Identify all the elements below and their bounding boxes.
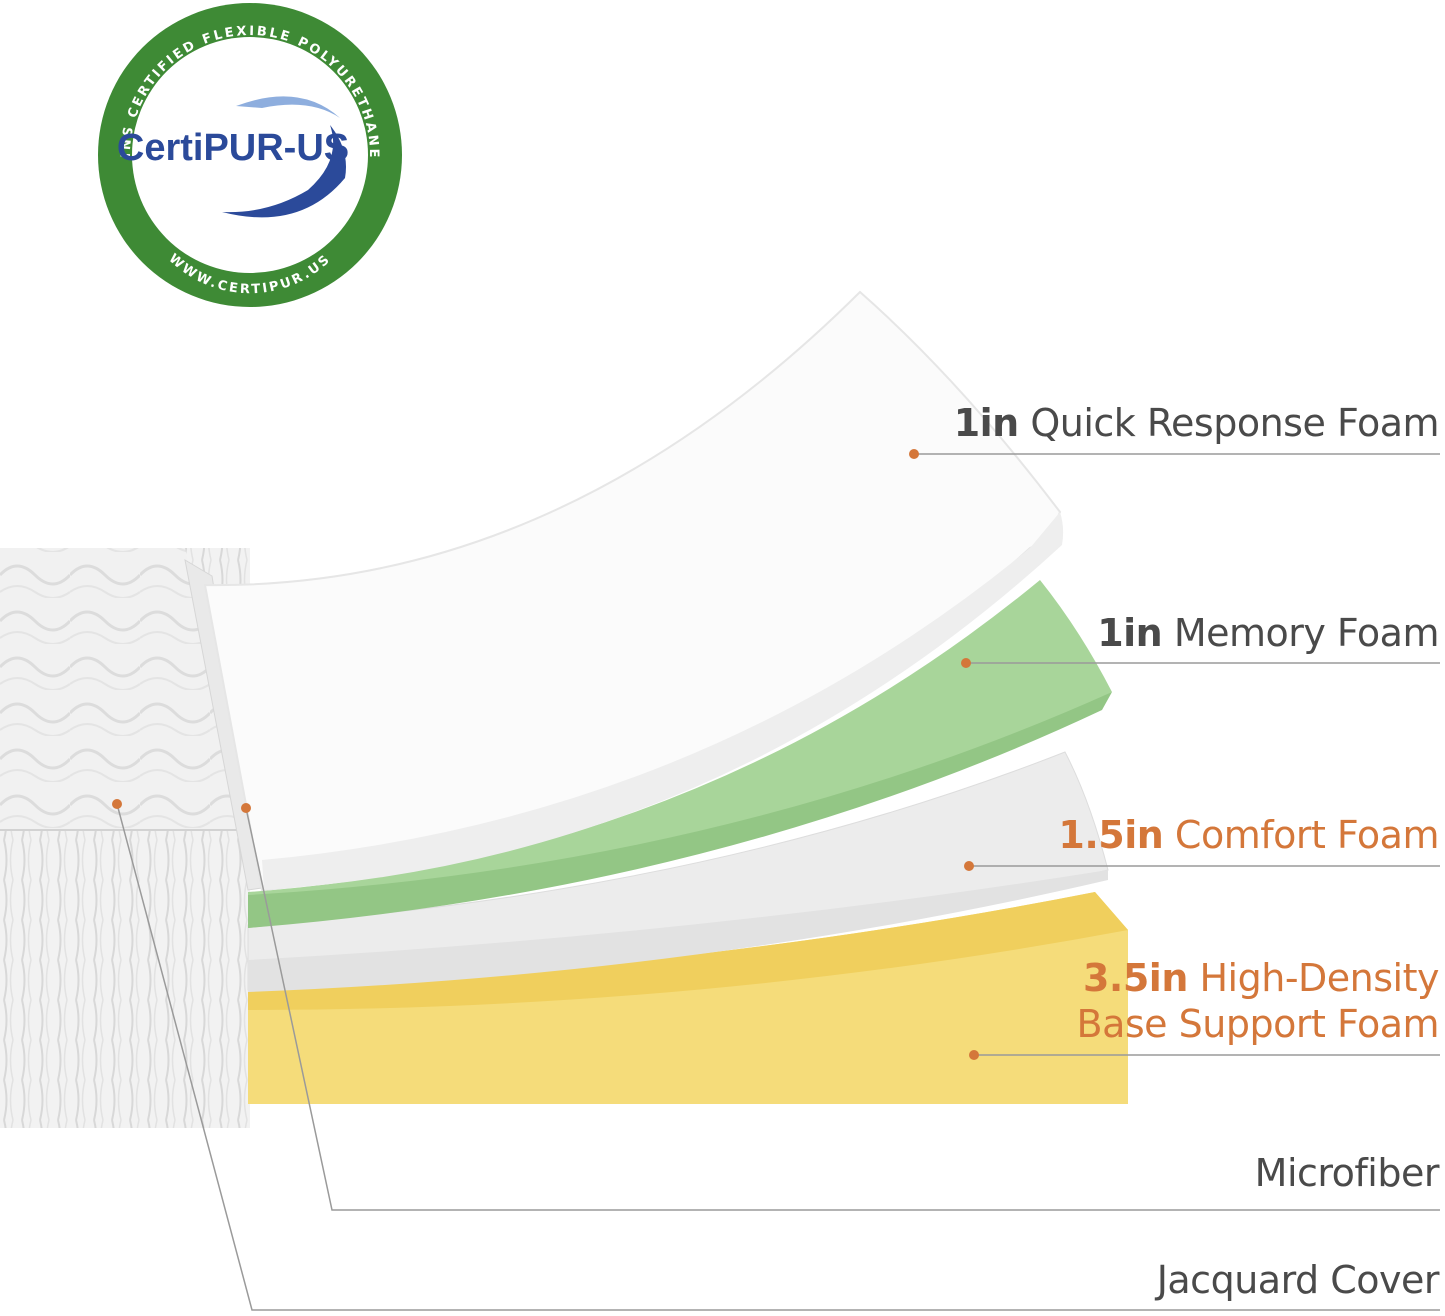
label-base-support-foam: 3.5in High-Density Base Support Foam bbox=[1076, 955, 1440, 1047]
certipur-badge: CONTAINS CERTIFIED FLEXIBLE POLYURETHANE… bbox=[0, 0, 402, 307]
layer-name: Comfort Foam bbox=[1174, 813, 1440, 857]
callout-lines bbox=[116, 453, 1440, 1311]
layer-name: Memory Foam bbox=[1173, 611, 1440, 655]
layer-size: 1in bbox=[953, 401, 1020, 445]
label-memory-foam: 1in Memory Foam bbox=[1097, 610, 1439, 656]
callout-dots bbox=[112, 449, 979, 1060]
layer-size: 1.5in bbox=[1058, 813, 1164, 857]
layer-name: Quick Response Foam bbox=[1030, 401, 1439, 445]
layer-size: 3.5in bbox=[1082, 956, 1188, 1000]
layer-name: Jacquard Cover bbox=[1156, 1258, 1440, 1302]
label-quick-response-foam: 1in Quick Response Foam bbox=[953, 400, 1440, 446]
label-jacquard-cover: Jacquard Cover bbox=[1156, 1257, 1440, 1303]
layer-name: High-Density bbox=[1199, 956, 1439, 1000]
layer-name-line2: Base Support Foam bbox=[1076, 1002, 1440, 1046]
layer-name: Microfiber bbox=[1254, 1151, 1440, 1195]
layer-size: 1in bbox=[1097, 611, 1163, 655]
badge-brand-text: CertiPUR-US bbox=[117, 127, 349, 169]
label-comfort-foam: 1.5in Comfort Foam bbox=[1058, 812, 1439, 858]
label-microfiber: Microfiber bbox=[1254, 1150, 1440, 1196]
jacquard-cover bbox=[0, 548, 250, 1128]
